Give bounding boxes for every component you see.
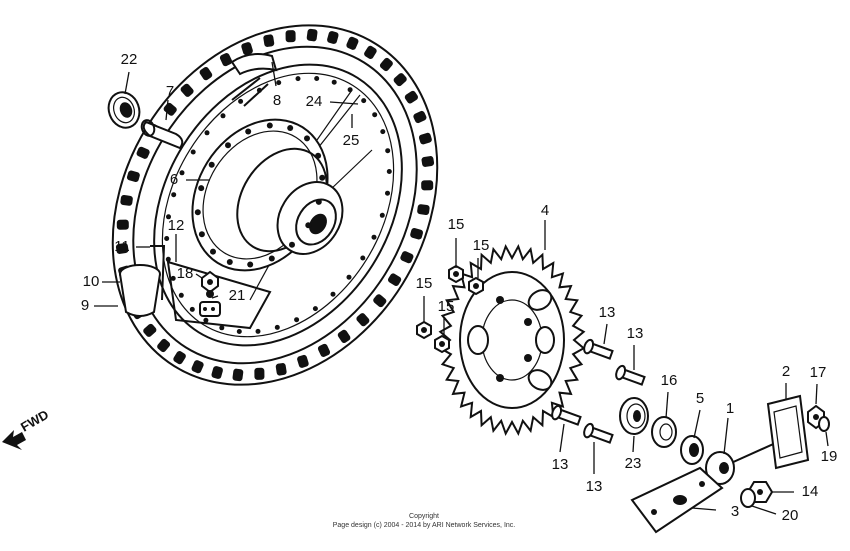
callout-6: 6: [170, 171, 178, 188]
callout-23: 23: [625, 455, 642, 472]
bearing-23: [619, 397, 649, 435]
callout-15-c: 15: [416, 275, 433, 292]
callout-21: 21: [229, 287, 246, 304]
sprocket-nuts: [416, 264, 484, 354]
leader-lines: [94, 61, 829, 515]
callout-4: 4: [541, 202, 549, 219]
sprocket-bolts: [551, 338, 646, 444]
callout-2: 2: [782, 363, 790, 380]
callout-17: 17: [810, 364, 827, 381]
forward-arrow: FWD: [2, 407, 51, 450]
callout-14: 14: [802, 483, 819, 500]
copyright-footer: Copyright Page design (c) 2004 - 2014 by…: [333, 513, 516, 529]
copyright-line-2: Page design (c) 2004 - 2014 by ARI Netwo…: [333, 522, 516, 529]
hub: [191, 118, 344, 272]
callout-3: 3: [731, 503, 739, 520]
fwd-label: FWD: [18, 407, 51, 435]
callout-9: 9: [81, 297, 89, 314]
callout-8: 8: [273, 92, 281, 109]
rim-band: [230, 53, 278, 107]
copyright-line-1: Copyright: [409, 513, 439, 520]
tire: [111, 24, 439, 386]
callout-19: 19: [821, 448, 838, 465]
callout-16: 16: [661, 372, 678, 389]
plate-2: [766, 394, 810, 470]
callout-5: 5: [696, 390, 704, 407]
callout-12: 12: [168, 217, 185, 234]
collar-5: [680, 435, 704, 465]
bolt-19: [818, 416, 830, 432]
oil-seal-16: [651, 416, 677, 448]
callout-13-a: 13: [599, 304, 616, 321]
distance-collar-7: [140, 119, 184, 150]
callout-15-d: 15: [438, 298, 455, 315]
nut-18: [201, 270, 219, 294]
callout-15-a: 15: [448, 216, 465, 233]
callout-20: 20: [782, 507, 799, 524]
callout-18: 18: [177, 265, 194, 282]
callout-22: 22: [121, 51, 138, 68]
bearing-22: [107, 91, 141, 129]
callout-11: 11: [114, 238, 130, 255]
chain-adjuster-3: [630, 466, 724, 534]
callout-13-d: 13: [586, 478, 603, 495]
callout-10: 10: [83, 273, 100, 290]
callout-7: 7: [166, 83, 174, 100]
callout-1: 1: [726, 400, 734, 417]
tire-flap: [166, 260, 272, 330]
tube-valve: [119, 245, 166, 317]
wheel-rim: [153, 63, 403, 347]
callout-15-b: 15: [473, 237, 490, 254]
callout-13-b: 13: [627, 325, 644, 342]
callout-labels: 22 7 8 24 25 6 11 12 18 21 10 9 4 15 15 …: [81, 51, 838, 524]
callout-13-c: 13: [552, 456, 569, 473]
callout-24: 24: [306, 93, 323, 110]
washer-20: [740, 488, 756, 508]
callout-25: 25: [343, 132, 360, 149]
rim-lock-21: [199, 290, 221, 317]
